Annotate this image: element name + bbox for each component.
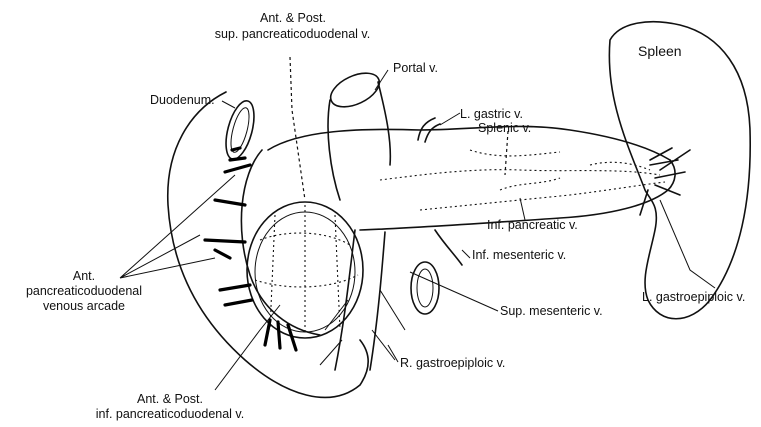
label-splenic-vein: Splenic v. — [478, 122, 531, 135]
arcade-vein-1 — [225, 148, 250, 172]
leader-arcade — [120, 175, 235, 278]
leader-splenic — [505, 131, 508, 175]
arcade-vein-5 — [215, 200, 245, 205]
label-inf-pancreatic-vein: Inf. pancreatic v. — [487, 219, 578, 232]
label-ant-post-inf-line2: inf. pancreaticoduodenal v. — [45, 408, 295, 421]
label-arcade-line3: venous arcade — [0, 300, 168, 313]
label-ant-post-inf-line1: Ant. & Post. — [70, 393, 270, 406]
sup-mesenteric-artery-cut — [411, 262, 439, 314]
label-inf-mesenteric-vein: Inf. mesenteric v. — [472, 249, 566, 262]
leader-ant-post-sup — [290, 57, 305, 200]
label-left-gastric-vein: L. gastric v. — [460, 108, 523, 121]
pancreas-duct-dots — [470, 150, 650, 190]
label-sup-mesenteric-vein: Sup. mesenteric v. — [500, 305, 603, 318]
leader-portal — [375, 70, 388, 90]
leader-l-gastroepiploic — [660, 200, 715, 288]
label-r-gastroepiploic-vein: R. gastroepiploic v. — [400, 357, 505, 370]
label-ant-post-sup-line2: sup. pancreaticoduodenal v. — [195, 28, 390, 41]
arcade-vein-2 — [205, 240, 245, 258]
leader-ant-post-inf — [215, 305, 280, 390]
leader-sup-mesenteric — [410, 272, 498, 311]
inf-pancreatic-vein-course — [420, 182, 665, 210]
portal-vein-right — [378, 82, 390, 165]
portal-vein-left — [328, 100, 340, 200]
leader-l-gastric — [440, 113, 460, 125]
sup-mesenteric-artery-lumen — [417, 269, 433, 307]
label-ant-post-sup-line1: Ant. & Post. — [218, 12, 368, 25]
sup-mesenteric-branches — [320, 290, 405, 365]
arcade-vein-3 — [220, 285, 252, 305]
label-arcade-line1: Ant. — [0, 270, 168, 283]
splenic-vein-course — [380, 170, 660, 180]
duodenum-inner-edge — [241, 150, 320, 335]
inf-mesenteric-vein — [435, 230, 462, 265]
label-arcade-line2: pancreaticoduodenal — [0, 285, 168, 298]
label-spleen: Spleen — [638, 45, 682, 58]
duodenum-cut-end — [221, 98, 260, 162]
label-duodenum: Duodenum. — [150, 94, 215, 107]
label-l-gastroepiploic-vein: L. gastroepiploic v. — [642, 291, 745, 304]
leader-duodenum — [222, 101, 235, 108]
head-segment-lines — [255, 205, 358, 335]
portal-vein-cut — [326, 66, 385, 113]
leader-inf-mesenteric — [462, 250, 470, 258]
leader-inf-pancreatic — [520, 198, 525, 220]
label-portal-vein: Portal v. — [393, 62, 438, 75]
sup-mesenteric-vein — [335, 230, 385, 370]
spleen-outline — [609, 22, 750, 319]
